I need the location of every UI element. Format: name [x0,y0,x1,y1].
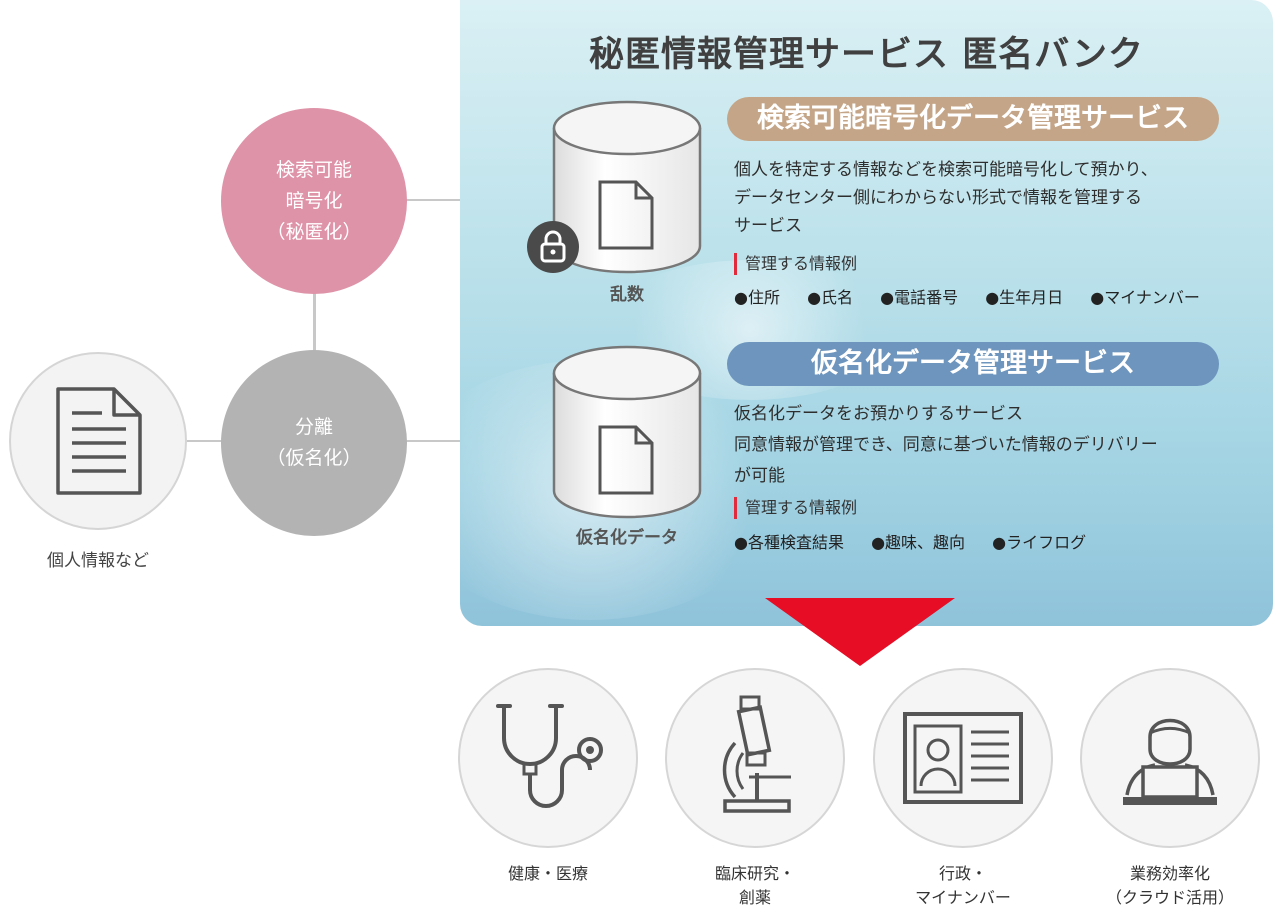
use-case-cloud-efficiency [1080,668,1260,848]
use-case-healthcare [458,668,638,848]
caption-line: 健康・医療 [507,864,588,883]
use-case-government [873,668,1053,848]
encryption-circle: 検索可能 暗号化 （秘匿化） [221,108,407,294]
example-item: ●住所 [734,288,780,307]
encrypted-service-pill: 検索可能暗号化データ管理サービス [727,97,1219,141]
personal-info-caption: 個人情報など [47,551,149,571]
description-line: 仮名化データをお預かりするサービス [734,404,1023,424]
db-label-random: 乱数 [610,285,644,305]
encryption-circle-line: （秘匿化） [266,220,362,243]
example-item: ●ライフログ [992,533,1087,552]
encryption-circle-line: 暗号化 [285,189,343,212]
personal-info-circle [9,352,187,530]
anonymous-bank-panel: 秘匿情報管理サービス 匿名バンク 乱数 検索可能暗号化データ管理サービス 個人を… [460,0,1273,626]
stethoscope-icon [496,704,603,808]
examples-list: ●各種検査結果 ●趣味、趣向 ●ライフログ [734,529,1108,553]
examples-heading: 管理する情報例 [734,253,857,275]
separation-circle-line: 分離 [294,416,333,438]
example-item: ●電話番号 [880,288,959,307]
example-item: ●マイナンバー [1090,288,1200,307]
example-item: ●生年月日 [985,288,1064,307]
examples-heading: 管理する情報例 [734,497,857,519]
panel-title: 秘匿情報管理サービス 匿名バンク [589,35,1144,75]
connector-line [313,292,316,352]
description-line: データセンター側にわからない形式で情報を管理する [734,188,1142,208]
separation-circle-line: （仮名化） [266,447,362,469]
db-label-pseudonym: 仮名化データ [576,528,678,548]
example-item: ●各種検査結果 [734,533,844,552]
pseudonym-service-pill: 仮名化データ管理サービス [727,342,1219,386]
down-arrow-icon [765,598,955,666]
lock-icon [527,221,579,273]
use-case-caption: 行政・ マイナンバー [873,862,1053,910]
laptop-user-icon [1123,718,1217,805]
caption-line: マイナンバー [915,888,1011,907]
document-icon [56,387,142,495]
use-case-caption: 臨床研究・ 創薬 [665,862,845,910]
caption-line: （クラウド活用） [1105,888,1234,907]
examples-list: ●住所 ●氏名 ●電話番号 ●生年月日 ●マイナンバー [734,284,1222,308]
connector-line [187,440,223,442]
description-line: 同意情報が管理でき、同意に基づいた情報のデリバリー [734,435,1158,455]
id-card-icon [903,712,1023,804]
example-item: ●氏名 [807,288,854,307]
microscope-icon [722,695,791,813]
example-item: ●趣味、趣向 [871,533,966,552]
caption-line: 臨床研究・ [714,864,795,883]
caption-line: 行政・ [938,864,987,883]
description-line: が可能 [734,466,785,486]
pseudonym-service-description: 仮名化データをお預かりするサービス 同意情報が管理でき、同意に基づいた情報のデリ… [734,399,1234,492]
encryption-circle-line: 検索可能 [275,158,352,181]
encrypted-service-description: 個人を特定する情報などを検索可能暗号化して預かり、 データセンター側にわからない… [734,156,1234,240]
description-line: サービス [734,216,802,236]
separation-circle: 分離 （仮名化） [221,350,407,536]
database-pseudonym-icon [552,345,702,519]
use-case-caption: 業務効率化 （クラウド活用） [1080,862,1260,910]
caption-line: 業務効率化 [1129,864,1210,883]
caption-line: 創薬 [738,888,771,907]
use-case-clinical-research [665,668,845,848]
use-case-caption: 健康・医療 [458,862,638,886]
description-line: 個人を特定する情報などを検索可能暗号化して預かり、 [734,160,1158,180]
